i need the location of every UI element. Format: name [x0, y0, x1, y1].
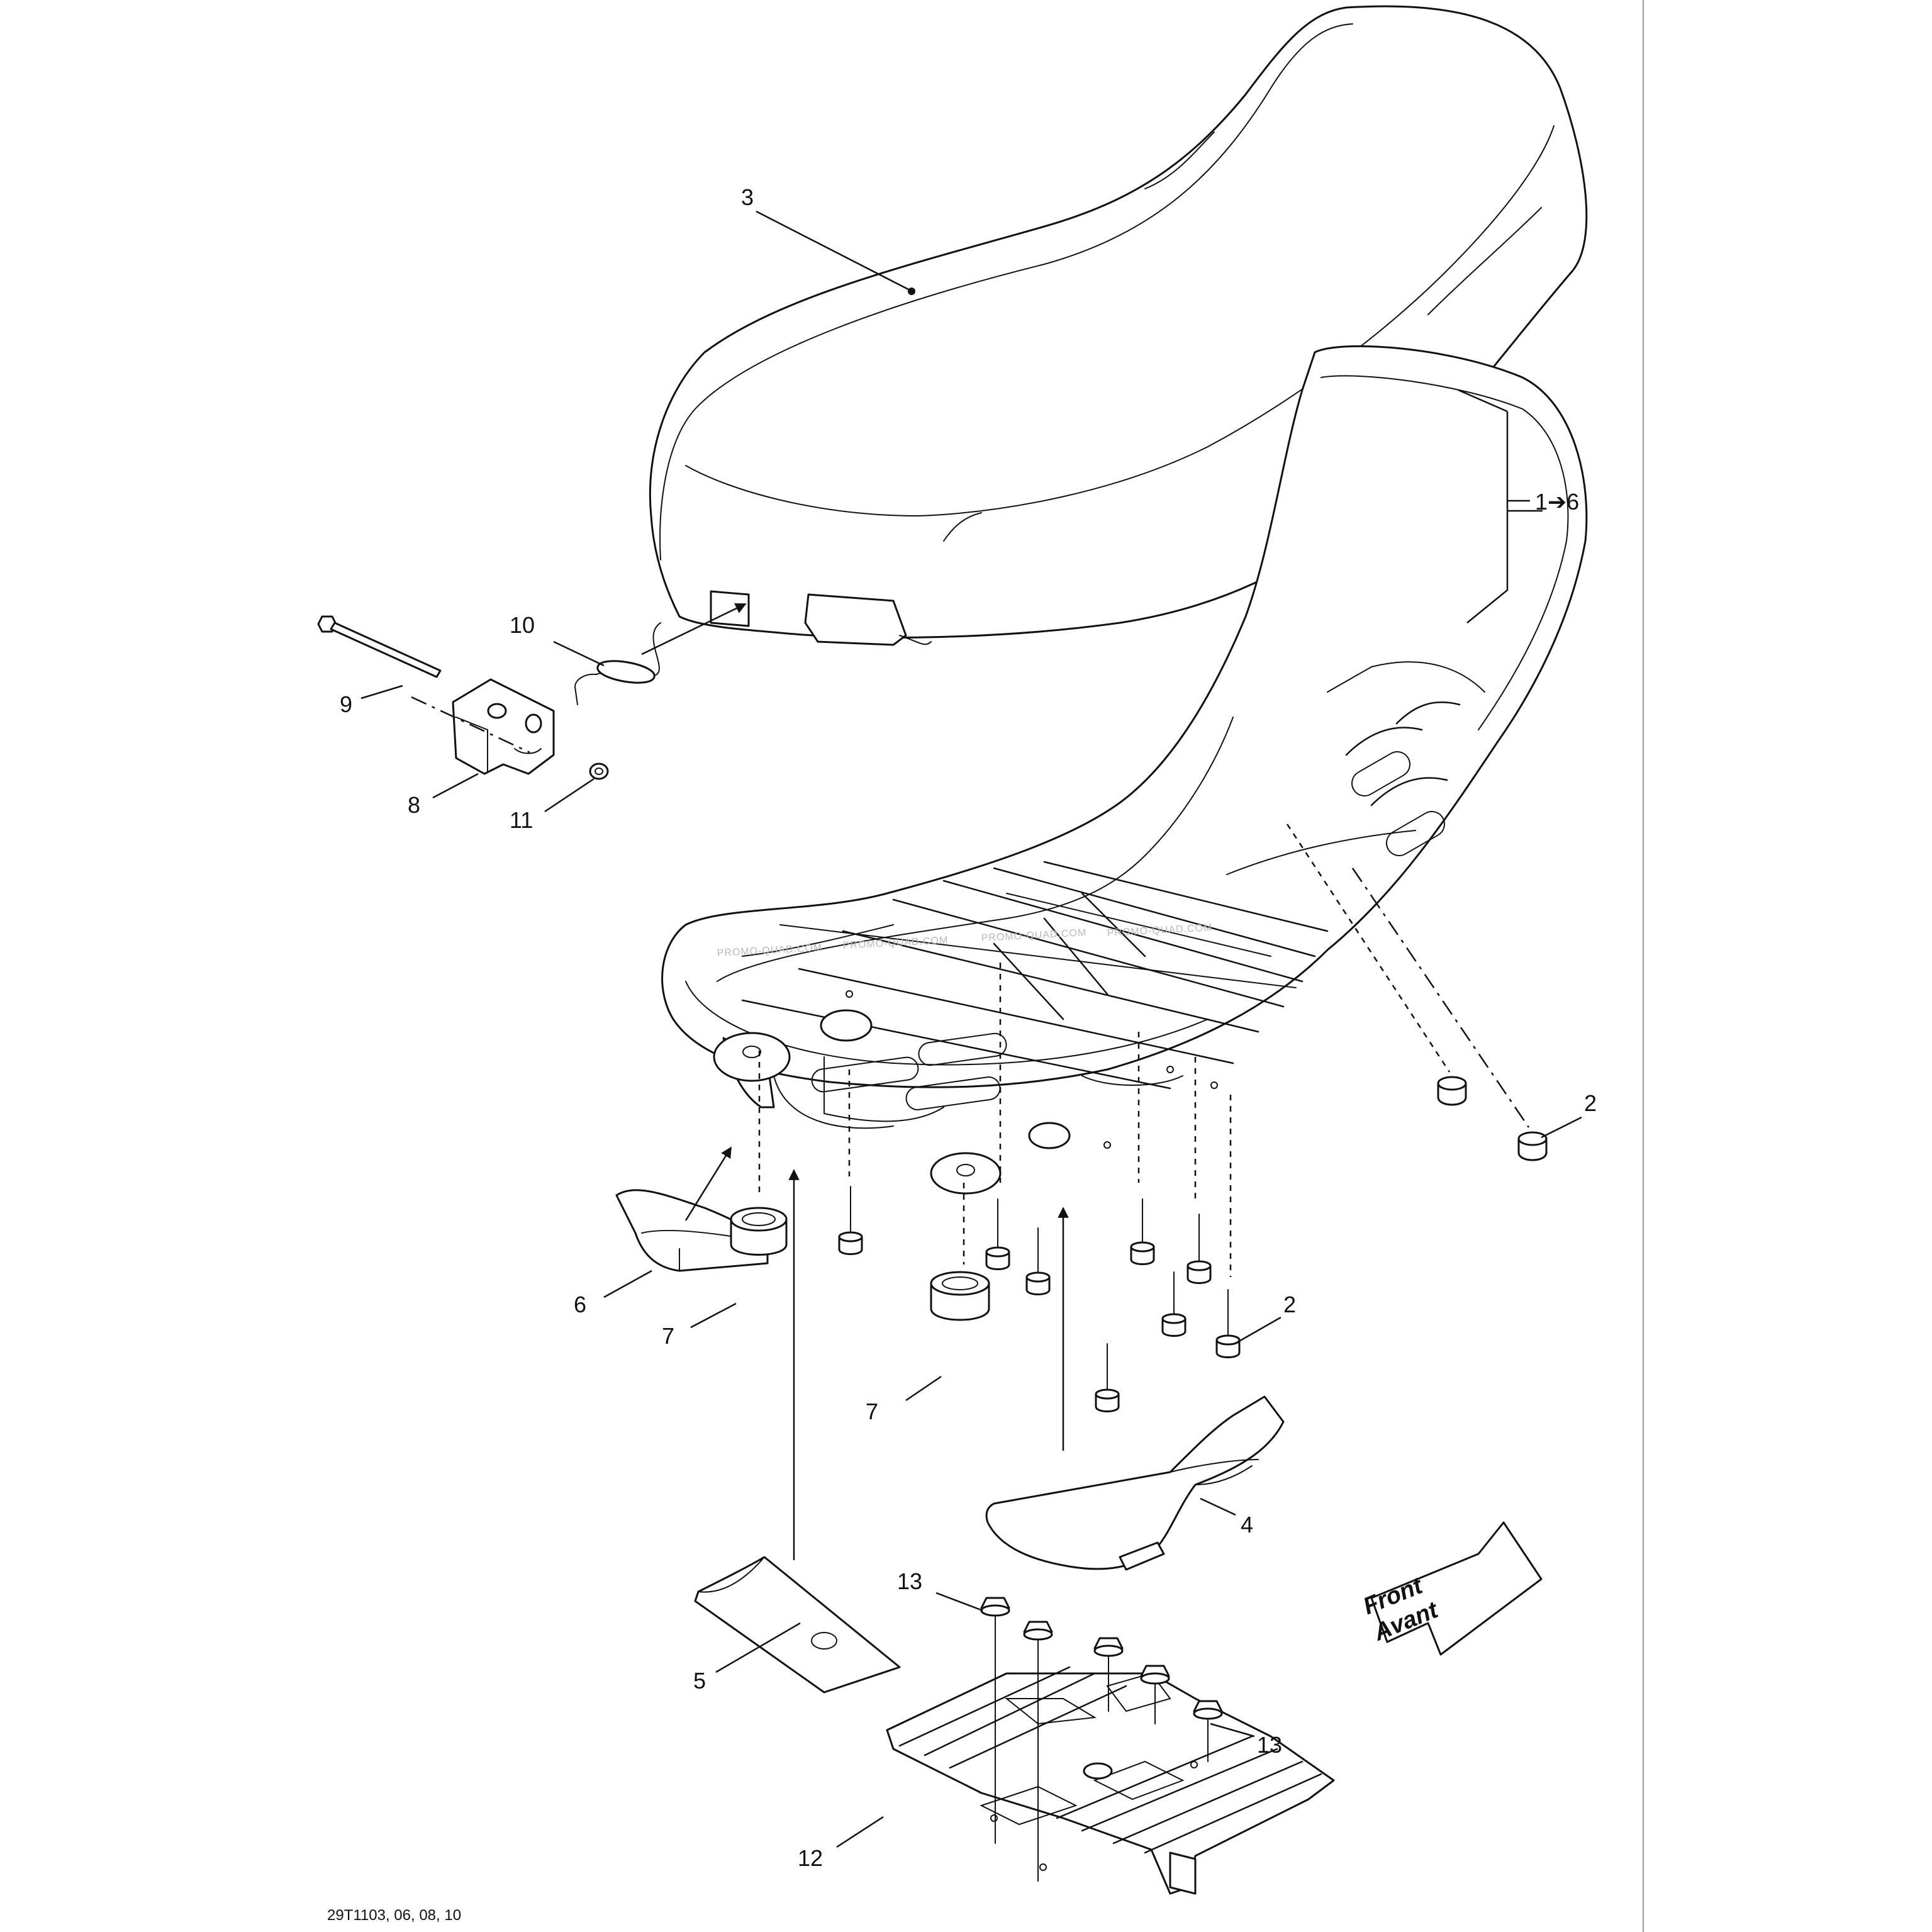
assembly-lines	[411, 696, 1530, 1277]
front-direction-arrow: Front Avant	[1360, 1521, 1543, 1656]
part-1-seat-base	[661, 345, 1588, 1195]
callout-11: 11	[510, 807, 533, 833]
part-4-rear-shield	[985, 1395, 1285, 1571]
callout-3: 3	[741, 184, 754, 210]
part-13-bolts	[980, 1597, 1223, 1882]
part-12-skid-plate	[886, 1666, 1335, 1895]
callout-10: 10	[510, 612, 535, 638]
callouts: 1➔6 2 2 3 4 5 6 7 7 8 9 10 11 12 13 13	[340, 184, 1597, 1871]
callout-13-lower: 13	[1257, 1732, 1282, 1758]
part-7-grommet-left	[730, 1207, 788, 1256]
part-8-hinge-bracket	[452, 678, 555, 775]
callout-12: 12	[798, 1845, 823, 1871]
callout-2-upper: 2	[1584, 1090, 1597, 1116]
callout-13-upper: 13	[897, 1568, 922, 1594]
callout-4: 4	[1241, 1512, 1253, 1538]
callout-5: 5	[693, 1668, 706, 1694]
callout-2-lower: 2	[1283, 1292, 1296, 1317]
callout-6: 6	[574, 1292, 586, 1317]
part-7-grommet-right	[930, 1271, 990, 1321]
leader-lines	[360, 210, 1582, 1848]
part-9-bolt	[317, 615, 442, 678]
part-10-spring	[574, 622, 661, 705]
callout-7-left: 7	[662, 1323, 674, 1349]
diagram-code: 29T1103, 06, 08, 10	[327, 1907, 461, 1924]
callout-1-6: 1➔6	[1535, 489, 1579, 515]
callout-9: 9	[340, 691, 352, 717]
callout-8: 8	[408, 792, 420, 818]
callout-7-right: 7	[866, 1399, 878, 1424]
part-2-fasteners	[838, 1076, 1548, 1412]
part-11-washer	[589, 762, 609, 780]
